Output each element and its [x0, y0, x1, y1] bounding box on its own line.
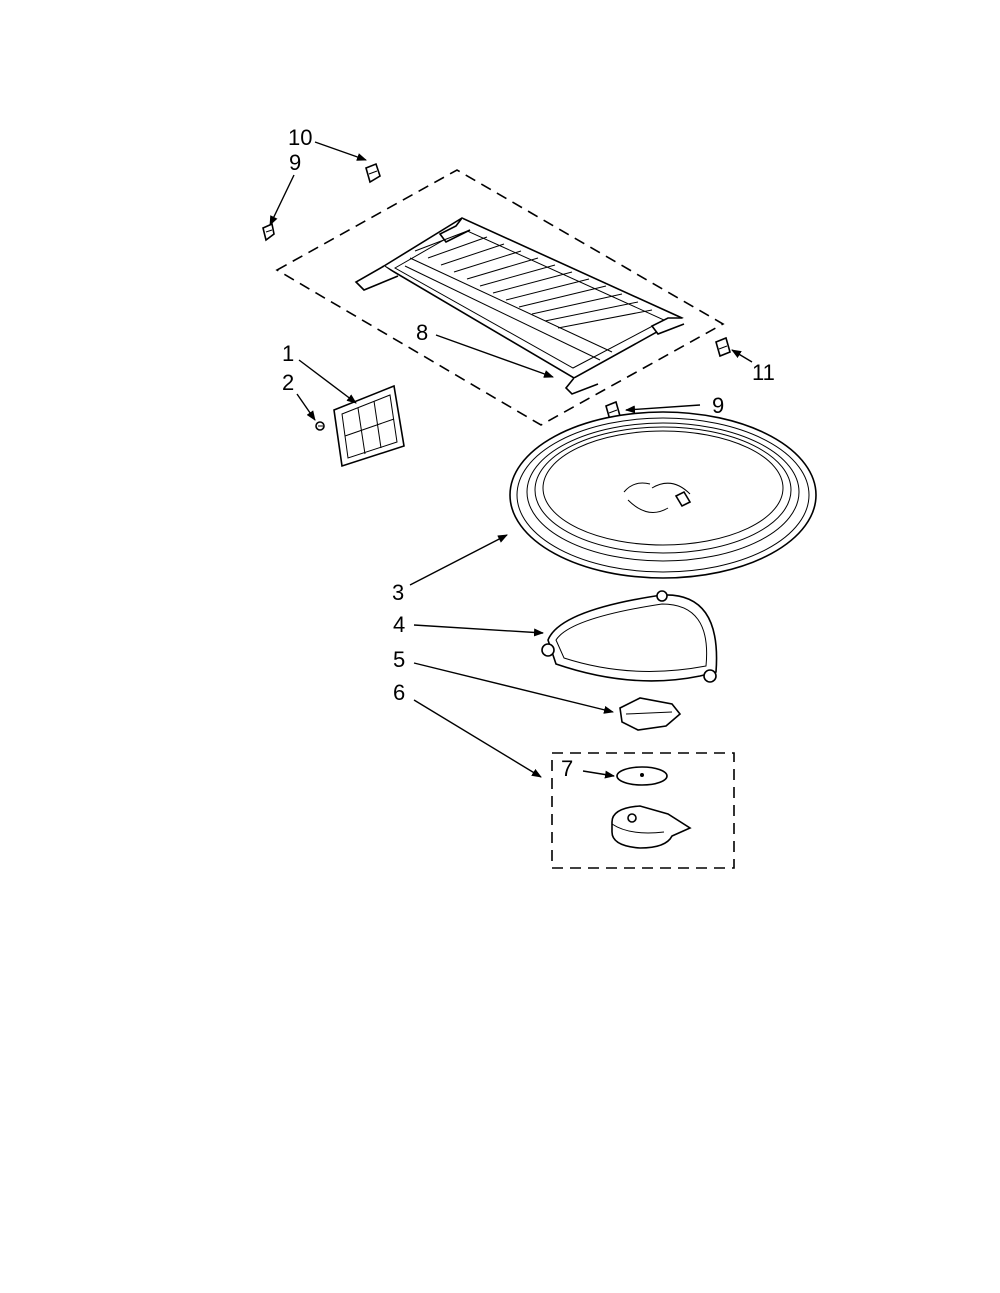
clip-part-11	[715, 336, 731, 358]
turntable-motor-part	[611, 805, 692, 849]
callout-1: 1	[282, 341, 294, 366]
callout-5: 5	[393, 647, 405, 672]
leader-line-6	[413, 699, 542, 778]
leader-line-7	[582, 770, 615, 779]
callout-9-right: 9	[712, 393, 724, 418]
vent-grille-part	[333, 384, 405, 468]
leader-line-3	[409, 534, 508, 586]
leader-line-8	[435, 334, 554, 378]
rack-assembly-dashed-box	[275, 169, 725, 426]
clip-part-10	[365, 162, 381, 184]
callout-2: 2	[282, 370, 294, 395]
roller-ring-part	[541, 590, 718, 683]
callout-11: 11	[752, 360, 775, 385]
callout-7: 7	[561, 756, 573, 781]
callout-4: 4	[393, 612, 405, 637]
screw-part	[315, 421, 325, 431]
callout-10: 10	[288, 125, 312, 150]
callout-6: 6	[393, 680, 405, 705]
leader-line-1	[298, 359, 357, 404]
leader-line-11	[731, 349, 753, 363]
leader-line-2	[296, 393, 316, 421]
leader-line-4	[413, 624, 544, 637]
wire-rack-part	[354, 217, 685, 395]
leader-line-10	[314, 141, 367, 161]
leader-line-9-right	[625, 404, 701, 414]
callout-9-left: 9	[289, 150, 301, 175]
turntable-tray-part	[509, 411, 817, 579]
coupler-part	[619, 697, 682, 731]
clip-part-9-left	[262, 222, 275, 242]
callout-3: 3	[392, 580, 404, 605]
leader-line-5	[413, 662, 614, 714]
motor-plate-part	[616, 766, 668, 786]
callout-8: 8	[416, 320, 428, 345]
motor-assembly-dashed-box	[551, 752, 735, 869]
leader-line-9-left	[269, 174, 295, 226]
